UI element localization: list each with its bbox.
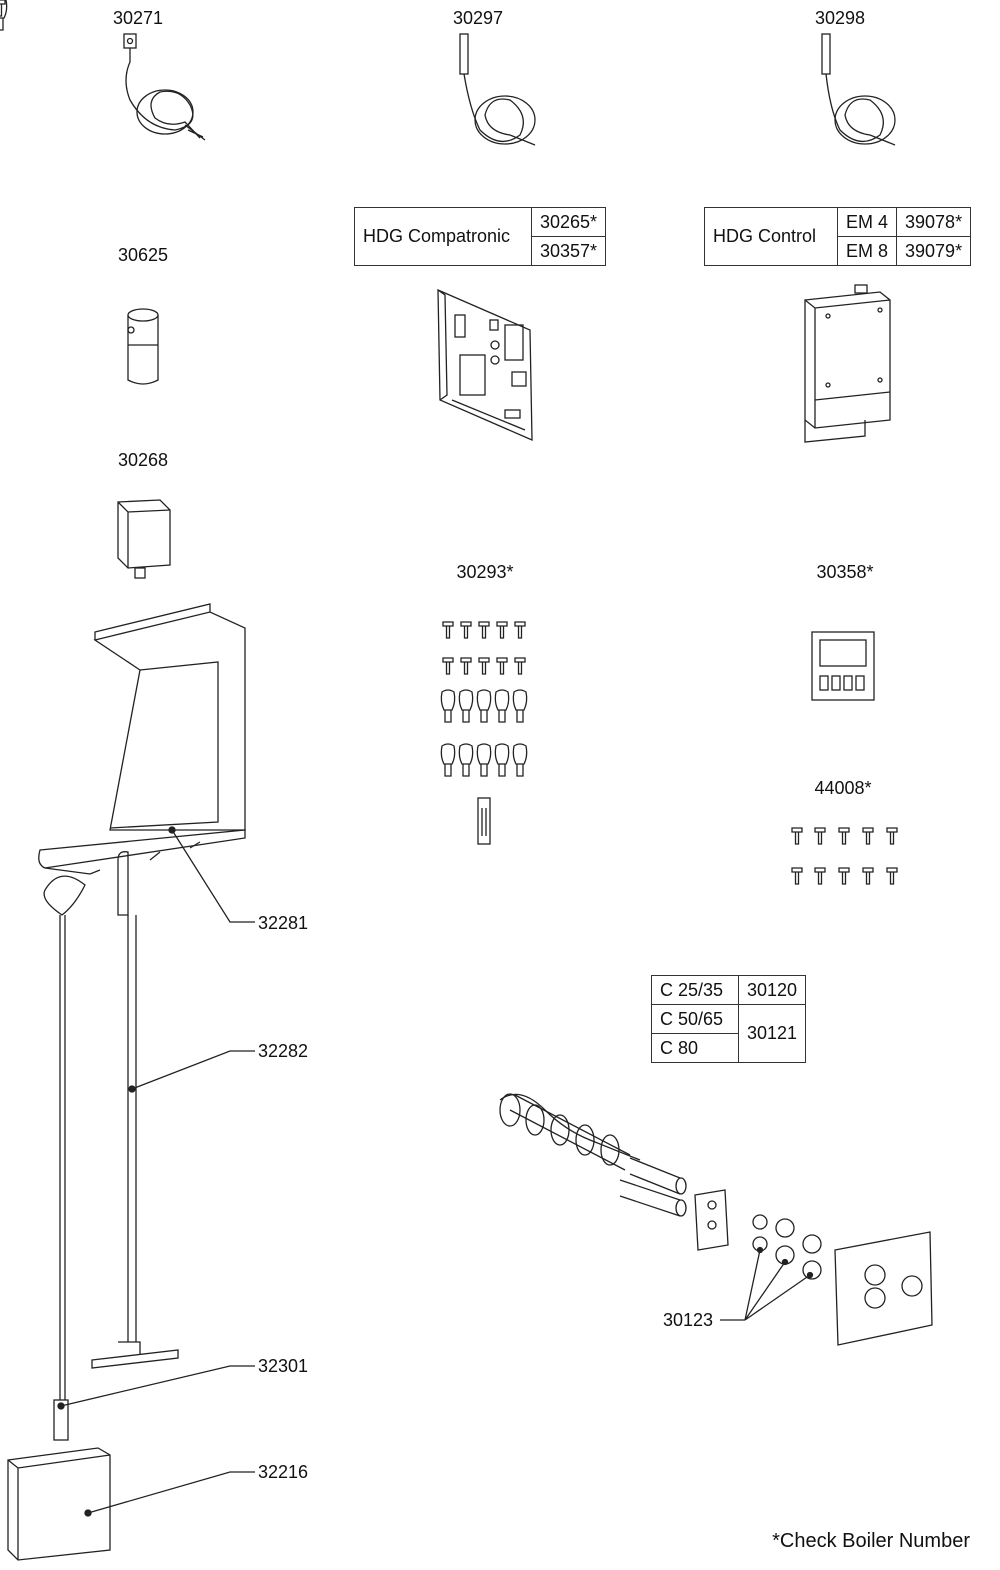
compatronic-name: HDG Compatronic [354,207,532,266]
control-module-icon [804,284,891,443]
label-30297: 30297 [452,8,504,28]
label-32301: 32301 [258,1356,309,1376]
control-name: HDG Control [704,207,838,266]
control-table: HDG Control EM 4 39078* EM 8 39079* [704,207,972,266]
display-30358-icon [811,631,875,701]
label-30268: 30268 [117,450,169,470]
auger-table: C 25/35 30120 C 50/65 30121 C 80 [651,975,807,1063]
auger-assembly-icon [499,1093,933,1346]
label-30293: 30293* [456,562,514,582]
sensor-30297-icon [459,33,536,146]
bracket-32281-icon [38,603,255,923]
control-module-2: EM 8 [836,236,898,266]
relay-30625-icon [127,308,159,385]
label-44008: 44008* [814,778,872,798]
compatronic-table: HDG Compatronic 30265* 30357* [354,207,607,266]
auger-code-1: 30120 [737,975,807,1005]
control-code-1: 39078* [896,207,972,237]
screw-set-44008-icon [791,827,898,885]
auger-model-3: C 80 [651,1033,739,1063]
compatronic-board-icon [437,289,533,441]
label-30271: 30271 [112,8,164,28]
auger-model-1: C 25/35 [651,975,739,1005]
footnote: *Check Boiler Number [772,1530,970,1552]
label-30298: 30298 [814,8,866,28]
auger-model-2: C 50/65 [651,1004,739,1034]
label-32282: 32282 [258,1041,309,1061]
compatronic-code-1: 30265* [530,207,607,237]
compatronic-code-2: 30357* [530,236,607,266]
label-32281: 32281 [258,913,309,933]
sensor-30298-icon [821,33,896,146]
control-module-1: EM 4 [836,207,898,237]
junction-box-30268-icon [117,499,171,579]
level-rod-32282-icon [7,851,255,1561]
label-32216: 32216 [258,1462,309,1482]
label-30358: 30358* [816,562,874,582]
sensor-30271-icon [123,33,206,141]
label-30123: 30123 [663,1310,714,1330]
control-code-2: 39079* [896,236,972,266]
label-30625: 30625 [117,245,169,265]
auger-code-2: 30121 [737,1004,807,1063]
screw-set-30293-icon [0,0,528,845]
